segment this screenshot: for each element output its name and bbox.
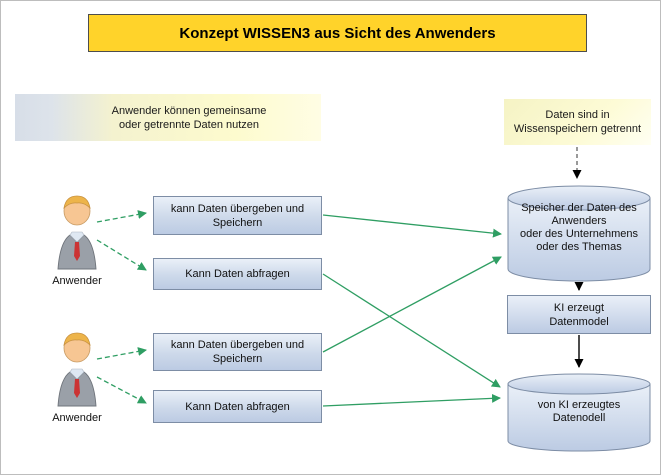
action-box-store-2: kann Daten übergeben und Speichern — [153, 333, 322, 371]
actor-label: Anwender — [52, 275, 102, 287]
actor-label: Anwender — [52, 412, 102, 424]
note-shared-data: Anwender können gemeinsame oder getrennt… — [15, 94, 321, 141]
action-box-query-1: Kann Daten abfragen — [153, 258, 322, 290]
ki-store-label: von KI erzeugtes Datenodell — [537, 399, 621, 424]
user-store-label: Speicher der Daten des Anwenders oder de… — [519, 202, 638, 253]
action-box-store-1: kann Daten übergeben und Speichern — [153, 196, 322, 235]
process-box-ki-model: KI erzeugt Datenmodel — [507, 295, 651, 334]
action-box-query-2: Kann Daten abfragen — [153, 390, 322, 423]
diagram-title: Konzept WISSEN3 aus Sicht des Anwenders — [88, 14, 587, 52]
user-icon — [54, 194, 100, 270]
database-cylinder-ki-model: von KI erzeugtes Datenodell — [507, 373, 651, 452]
database-cylinder-user-store: Speicher der Daten des Anwenders oder de… — [507, 185, 651, 282]
note-separated-data: Daten sind in Wissenspeichern getrennt — [504, 99, 651, 145]
user-icon — [54, 331, 100, 407]
